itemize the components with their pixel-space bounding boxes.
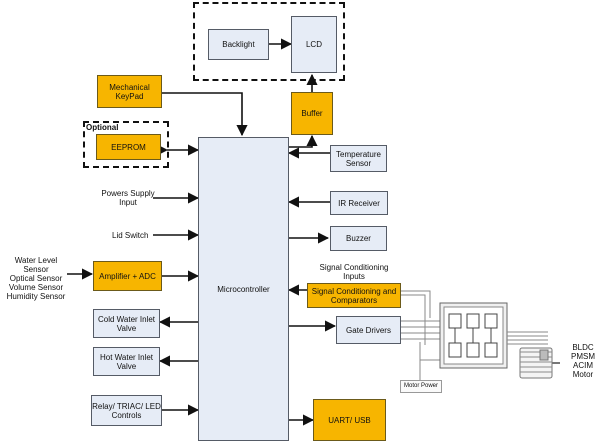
backlight-block: Backlight: [208, 29, 269, 60]
motor-type-label: PMSM: [571, 352, 595, 361]
motor-type-label: Motor: [572, 370, 594, 379]
gate-drivers-block: Gate Drivers: [336, 316, 401, 344]
relay-controls-block: Relay/ TRIAC/ LED Controls: [91, 395, 162, 426]
mechanical-keypad-block: Mechanical KeyPad: [97, 75, 162, 108]
arrow-keypad-mcu: [162, 92, 248, 137]
sensor-label: Water Level Sensor: [14, 256, 58, 274]
uart-usb-block: UART/ USB: [313, 399, 386, 441]
power-supply-input-label: Powers Supply Input: [101, 189, 155, 207]
lcd-block: LCD: [291, 16, 337, 73]
signal-conditioning-inputs-label: Signal Conditioning Inputs: [319, 263, 389, 281]
signal-conditioning-block: Signal Conditioning and Comparators: [307, 283, 401, 308]
eeprom-block: EEPROM: [96, 134, 161, 160]
sensors-label-list: Water Level Sensor Optical Sensor Volume…: [2, 256, 70, 301]
motor-power-block: Motor Power: [400, 380, 442, 393]
buzzer-block: Buzzer: [330, 226, 387, 251]
motor-types-label-list: BLDC PMSM ACIM Motor: [568, 343, 598, 379]
amplifier-adc-block: Amplifier + ADC: [93, 261, 162, 291]
motor-type-label: BLDC: [572, 343, 594, 352]
motor-type-label: ACIM: [573, 361, 593, 370]
sensor-label: Volume Sensor: [8, 283, 64, 292]
arrow-mcu-buffer: [287, 134, 318, 148]
temperature-sensor-block: Temperature Sensor: [330, 145, 387, 172]
ir-receiver-block: IR Receiver: [330, 191, 388, 215]
optional-label: Optional: [86, 123, 119, 132]
optional-group: [83, 121, 169, 168]
motor-drive-graphic: [400, 290, 560, 383]
display-group: [193, 2, 345, 81]
lid-switch-label: Lid Switch: [112, 231, 149, 240]
sensor-label: Optical Sensor: [9, 274, 63, 283]
cold-water-valve-block: Cold Water Inlet Valve: [93, 309, 160, 338]
sensor-label: Humidity Sensor: [6, 292, 66, 301]
buffer-block: Buffer: [291, 92, 333, 135]
hot-water-valve-block: Hot Water Inlet Valve: [93, 347, 160, 376]
microcontroller-block: Microcontroller: [198, 137, 289, 441]
